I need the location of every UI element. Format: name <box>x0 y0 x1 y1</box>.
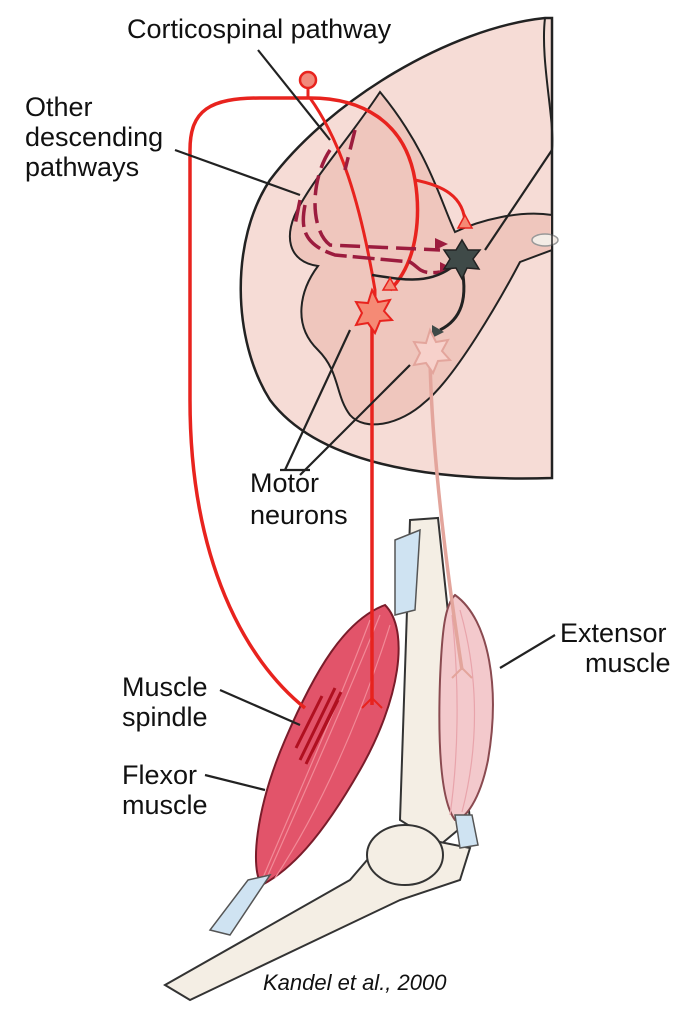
label-other-descending-3: pathways <box>25 152 139 182</box>
central-canal <box>532 234 558 246</box>
label-spindle-2: spindle <box>122 702 208 732</box>
label-extensor-2: muscle <box>585 648 671 678</box>
elbow-joint <box>367 825 443 885</box>
label-motor-neurons-2: neurons <box>250 500 348 530</box>
label-flexor-2: muscle <box>122 790 208 820</box>
label-other-descending-1: Other <box>25 92 93 122</box>
leader-corticospinal <box>258 50 330 140</box>
label-motor-neurons-1: Motor <box>250 468 319 498</box>
label-flexor-1: Flexor <box>122 760 197 790</box>
tendon-lower <box>210 875 270 935</box>
label-spindle-1: Muscle <box>122 672 208 702</box>
leader-extensor <box>500 635 555 668</box>
citation: Kandel et al., 2000 <box>263 970 446 996</box>
extensor-tendon <box>455 815 478 848</box>
label-other-descending-2: descending <box>25 122 163 152</box>
leader-flexor <box>205 775 265 790</box>
extensor-muscle-shape <box>439 595 492 820</box>
dorsal-root-ganglion <box>300 72 316 88</box>
label-extensor-1: Extensor <box>560 618 667 648</box>
label-corticospinal: Corticospinal pathway <box>127 14 391 44</box>
arm <box>165 518 493 1000</box>
